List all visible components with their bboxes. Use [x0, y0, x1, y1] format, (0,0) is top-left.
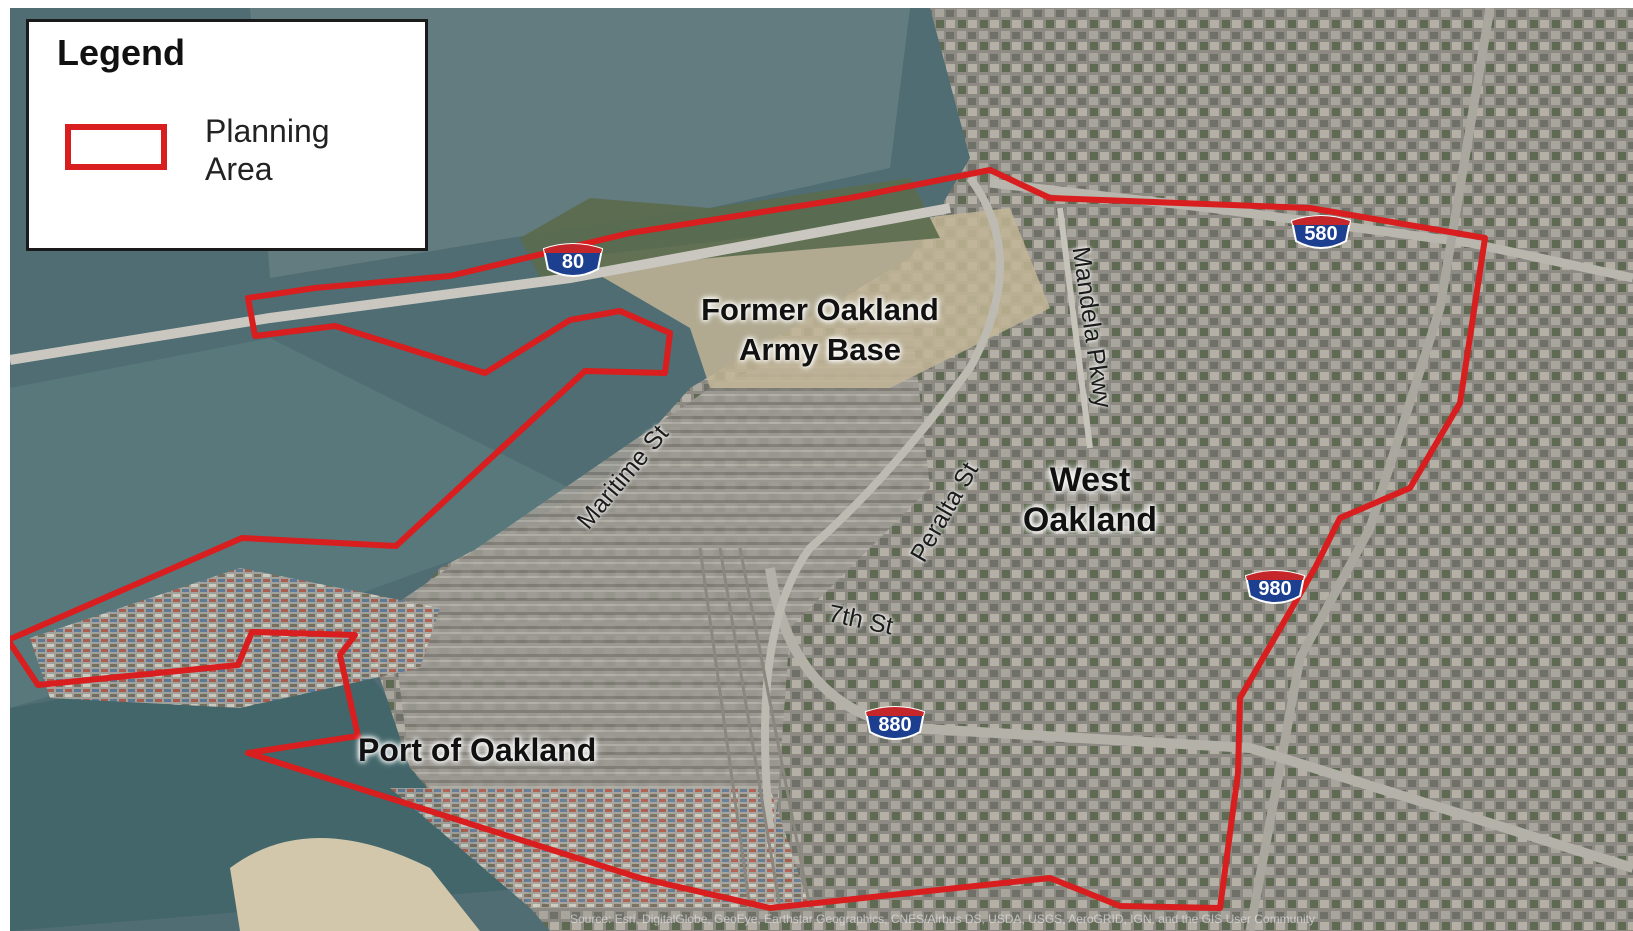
- map-attribution: Source: Esri, DigitalGlobe, GeoEye, Eart…: [570, 912, 1315, 926]
- interstate-880-shield: 880: [862, 702, 928, 744]
- freeway-interchange: [761, 175, 1004, 829]
- bay-bridge: [10, 203, 951, 365]
- interstate-580-shield: 580: [1288, 211, 1354, 253]
- legend-label-line1: Planning: [205, 113, 330, 149]
- planning-area-boundary: [10, 167, 1488, 911]
- port-yards: [390, 308, 930, 908]
- sandy-island: [230, 838, 480, 931]
- freeway-980: [1245, 8, 1495, 931]
- mandela-pkwy-road: [1057, 207, 1093, 449]
- interstate-980-shield: 980: [1242, 566, 1308, 608]
- interstate-880-number: 880: [878, 714, 912, 736]
- port-label-text: Port of Oakland: [358, 732, 597, 768]
- west-oakland-line1: West: [1049, 461, 1131, 499]
- label-former-oakland-army-base: Former Oakland Army Base: [670, 290, 970, 370]
- interstate-shield-icon: [864, 706, 926, 740]
- rail-lines: [698, 547, 812, 909]
- interstate-80-number: 80: [561, 251, 585, 273]
- army-base-line1: Former Oakland: [701, 292, 939, 327]
- interstate-80-shield: 80: [540, 239, 606, 281]
- interstate-shield-icon: [1244, 570, 1306, 604]
- west-oakland-line2: Oakland: [1022, 501, 1158, 539]
- army-base-line2: Army Base: [739, 332, 901, 367]
- container-terminal-south: [390, 788, 810, 908]
- interstate-shield-icon: [542, 243, 604, 277]
- interstate-980-number: 980: [1258, 578, 1292, 600]
- legend-item-planning-area: Planning Area: [205, 112, 405, 188]
- label-west-oakland: West Oakland: [990, 460, 1190, 540]
- legend-title: Legend: [57, 32, 186, 73]
- interstate-shield-icon: [1290, 215, 1352, 249]
- planning-area-swatch-icon: [65, 124, 167, 170]
- map-legend: Legend Planning Area: [26, 19, 428, 251]
- interstate-580-number: 580: [1304, 223, 1338, 245]
- label-port-of-oakland: Port of Oakland: [358, 730, 596, 770]
- legend-label-line2: Area: [205, 151, 273, 187]
